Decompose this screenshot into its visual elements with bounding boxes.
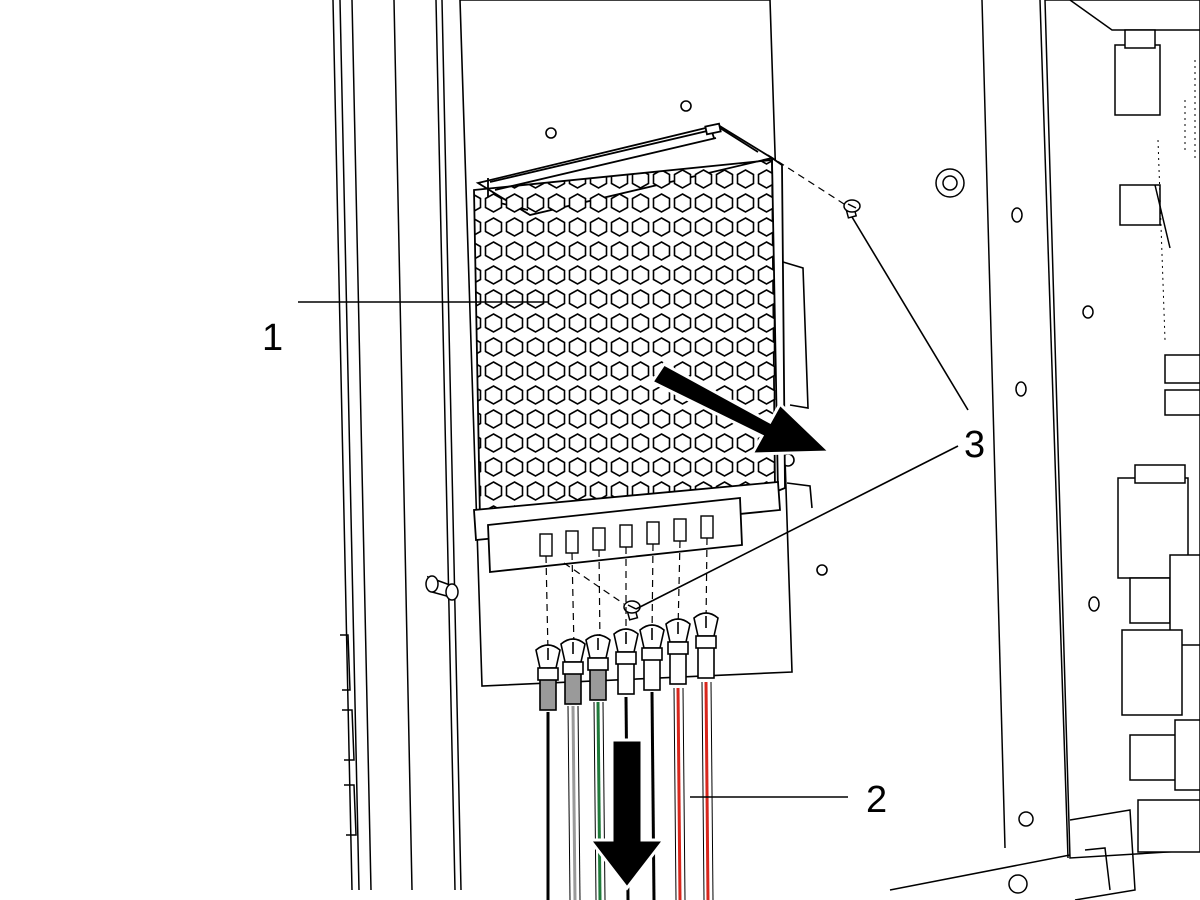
terminal-screws bbox=[539, 515, 714, 557]
right-frame bbox=[889, 0, 1200, 900]
leader-3b bbox=[635, 445, 959, 610]
wire-outlines bbox=[567, 681, 714, 900]
arrow-down-icon bbox=[586, 738, 668, 891]
wire-red-1 bbox=[676, 687, 682, 900]
psu-front-grille bbox=[473, 159, 779, 521]
callout-2: 2 bbox=[866, 779, 887, 821]
spade-terminal bbox=[585, 634, 611, 701]
wire-green bbox=[596, 701, 602, 900]
spade-terminal bbox=[560, 638, 586, 705]
spade-terminal bbox=[639, 624, 665, 691]
left-frame-rails bbox=[332, 0, 462, 891]
arrow-right-down-icon bbox=[649, 362, 834, 456]
wire-grey-1 bbox=[571, 705, 577, 900]
spade-terminal bbox=[665, 618, 691, 685]
screw-top bbox=[843, 199, 861, 219]
callout-1: 1 bbox=[262, 317, 283, 359]
locating-pin bbox=[425, 575, 459, 601]
wire-black-3 bbox=[650, 691, 656, 900]
spade-terminals bbox=[535, 612, 719, 711]
wire-red-2 bbox=[704, 681, 710, 900]
power-supply-unit bbox=[473, 122, 786, 573]
leader-3a bbox=[851, 216, 969, 411]
alignment-dashes bbox=[545, 154, 845, 653]
leader-lines bbox=[298, 216, 969, 798]
spade-terminal bbox=[535, 644, 561, 711]
spade-terminal bbox=[613, 628, 639, 695]
callout-3: 3 bbox=[964, 424, 985, 466]
spade-terminal bbox=[693, 612, 719, 679]
